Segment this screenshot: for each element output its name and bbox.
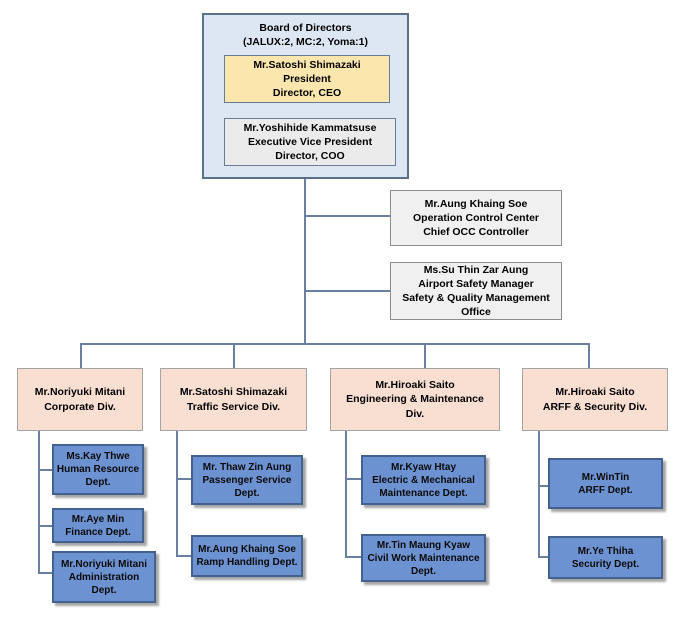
dept-admin-manager: Mr.Noriyuki Mitani [60, 558, 148, 570]
connector-division-bus [80, 343, 588, 345]
dept-arff-manager: Mr.WinTin [581, 471, 630, 483]
connector-div4-dept2 [538, 556, 548, 558]
staff-safety-unit: Safety & Quality Management Office [402, 292, 550, 319]
dept-em-suffix: Maintenance Dept. [379, 487, 468, 499]
dept-ramp-handling: Mr.Aung Khaing Soe Ramp Handling Dept. [191, 535, 303, 577]
connector-div3-stem [345, 431, 347, 557]
dept-human-resource: Ms.Kay Thwe Human Resource Dept. [52, 444, 144, 495]
dept-finance-name: Finance Dept. [65, 526, 131, 538]
division-engineering-name: Engineering & Maintenance [346, 393, 484, 406]
staff-safety-box: Ms.Su Thin Zar Aung Airport Safety Manag… [390, 262, 562, 320]
division-traffic-head: Mr.Satoshi Shimazaki [179, 386, 288, 399]
division-arff-name: ARFF & Security Div. [542, 400, 648, 413]
vice-president-box: Mr.Yoshihide Kammatsuse Executive Vice P… [224, 118, 396, 166]
connector-div3-dept2 [345, 556, 361, 558]
division-corporate-name: Corporate Div. [44, 400, 116, 413]
connector-div-2 [233, 343, 235, 368]
dept-finance: Mr.Aye Min Finance Dept. [52, 508, 144, 543]
connector-div-4 [588, 343, 590, 368]
president-name: Mr.Satoshi Shimazaki [253, 58, 361, 71]
vice-president-name: Mr.Yoshihide Kammatsuse [243, 121, 377, 134]
dept-arff-name: ARFF Dept. [578, 484, 633, 496]
president-box: Mr.Satoshi Shimazaki President Director,… [224, 55, 390, 103]
dept-passenger-name: Passenger Service [202, 474, 292, 486]
dept-em-name: Electric & Mechanical [372, 474, 475, 486]
vice-president-title: Executive Vice President [247, 135, 373, 148]
connector-div2-dept2 [176, 555, 191, 557]
connector-staff-1 [305, 215, 390, 217]
president-title: President [283, 72, 331, 85]
staff-occ-role: Chief OCC Controller [423, 226, 529, 239]
connector-div1-dept2 [38, 525, 52, 527]
connector-div3-dept1 [345, 478, 361, 480]
division-corporate: Mr.Noriyuki Mitani Corporate Div. [17, 368, 143, 431]
division-arff-security: Mr.Hiroaki Saito ARFF & Security Div. [522, 368, 668, 431]
staff-occ-name: Mr.Aung Khaing Soe [424, 197, 528, 210]
dept-admin-name: Administration [68, 571, 140, 583]
dept-hr-name: Human Resource [56, 464, 140, 475]
staff-safety-role: Airport Safety Manager [418, 277, 534, 290]
connector-div1-dept1 [38, 469, 52, 471]
division-traffic: Mr.Satoshi Shimazaki Traffic Service Div… [160, 368, 307, 431]
dept-passenger-suffix: Dept. [234, 487, 260, 499]
dept-civil-manager: Mr.Tin Maung Kyaw [376, 539, 471, 551]
staff-safety-name: Ms.Su Thin Zar Aung [423, 263, 529, 276]
connector-div4-stem [538, 431, 540, 557]
division-engineering-suffix: Div. [405, 407, 425, 420]
connector-staff-2 [305, 290, 390, 292]
dept-civil-suffix: Dept. [411, 565, 436, 577]
dept-admin-suffix: Dept. [91, 584, 117, 596]
connector-div2-dept1 [176, 478, 191, 480]
dept-hr-manager: Ms.Kay Thwe [66, 451, 130, 462]
dept-security-name: Security Dept. [571, 558, 640, 570]
dept-ramp-name: Ramp Handling Dept. [196, 557, 298, 568]
connector-div1-dept3 [38, 572, 52, 574]
connector-div4-dept1 [538, 485, 548, 487]
board-composition: (JALUX:2, MC:2, Yoma:1) [242, 36, 369, 49]
dept-passenger-service: Mr. Thaw Zin Aung Passenger Service Dept… [191, 455, 303, 505]
dept-ramp-manager: Mr.Aung Khaing Soe [198, 544, 296, 555]
connector-trunk [304, 166, 306, 344]
dept-hr-suffix: Dept. [85, 477, 111, 488]
dept-finance-manager: Mr.Aye Min [71, 513, 125, 525]
connector-div-1 [80, 343, 82, 368]
staff-occ-unit: Operation Control Center [412, 211, 539, 224]
staff-occ-box: Mr.Aung Khaing Soe Operation Control Cen… [390, 190, 562, 246]
dept-civil-name: Civil Work Maintenance [367, 552, 480, 564]
dept-civil-work: Mr.Tin Maung Kyaw Civil Work Maintenance… [361, 534, 486, 582]
vice-president-role: Director, COO [275, 150, 345, 163]
dept-passenger-manager: Mr. Thaw Zin Aung [202, 461, 292, 473]
president-role: Director, CEO [272, 87, 342, 100]
connector-div1-stem [38, 431, 40, 573]
division-engineering-head: Mr.Hiroaki Saito [375, 379, 455, 392]
dept-security-manager: Mr.Ye Thiha [577, 545, 634, 557]
dept-arff: Mr.WinTin ARFF Dept. [548, 458, 663, 509]
dept-electric-mechanical: Mr.Kyaw Htay Electric & Mechanical Maint… [361, 455, 486, 505]
division-engineering: Mr.Hiroaki Saito Engineering & Maintenan… [330, 368, 500, 431]
connector-div2-stem [176, 431, 178, 556]
division-corporate-head: Mr.Noriyuki Mitani [34, 386, 126, 399]
division-arff-head: Mr.Hiroaki Saito [555, 386, 635, 399]
board-title: Board of Directors [259, 22, 352, 34]
connector-div-3 [424, 343, 426, 368]
dept-security: Mr.Ye Thiha Security Dept. [548, 536, 663, 579]
division-traffic-name: Traffic Service Div. [186, 400, 281, 413]
dept-administration: Mr.Noriyuki Mitani Administration Dept. [52, 551, 156, 603]
dept-em-manager: Mr.Kyaw Htay [390, 461, 457, 473]
